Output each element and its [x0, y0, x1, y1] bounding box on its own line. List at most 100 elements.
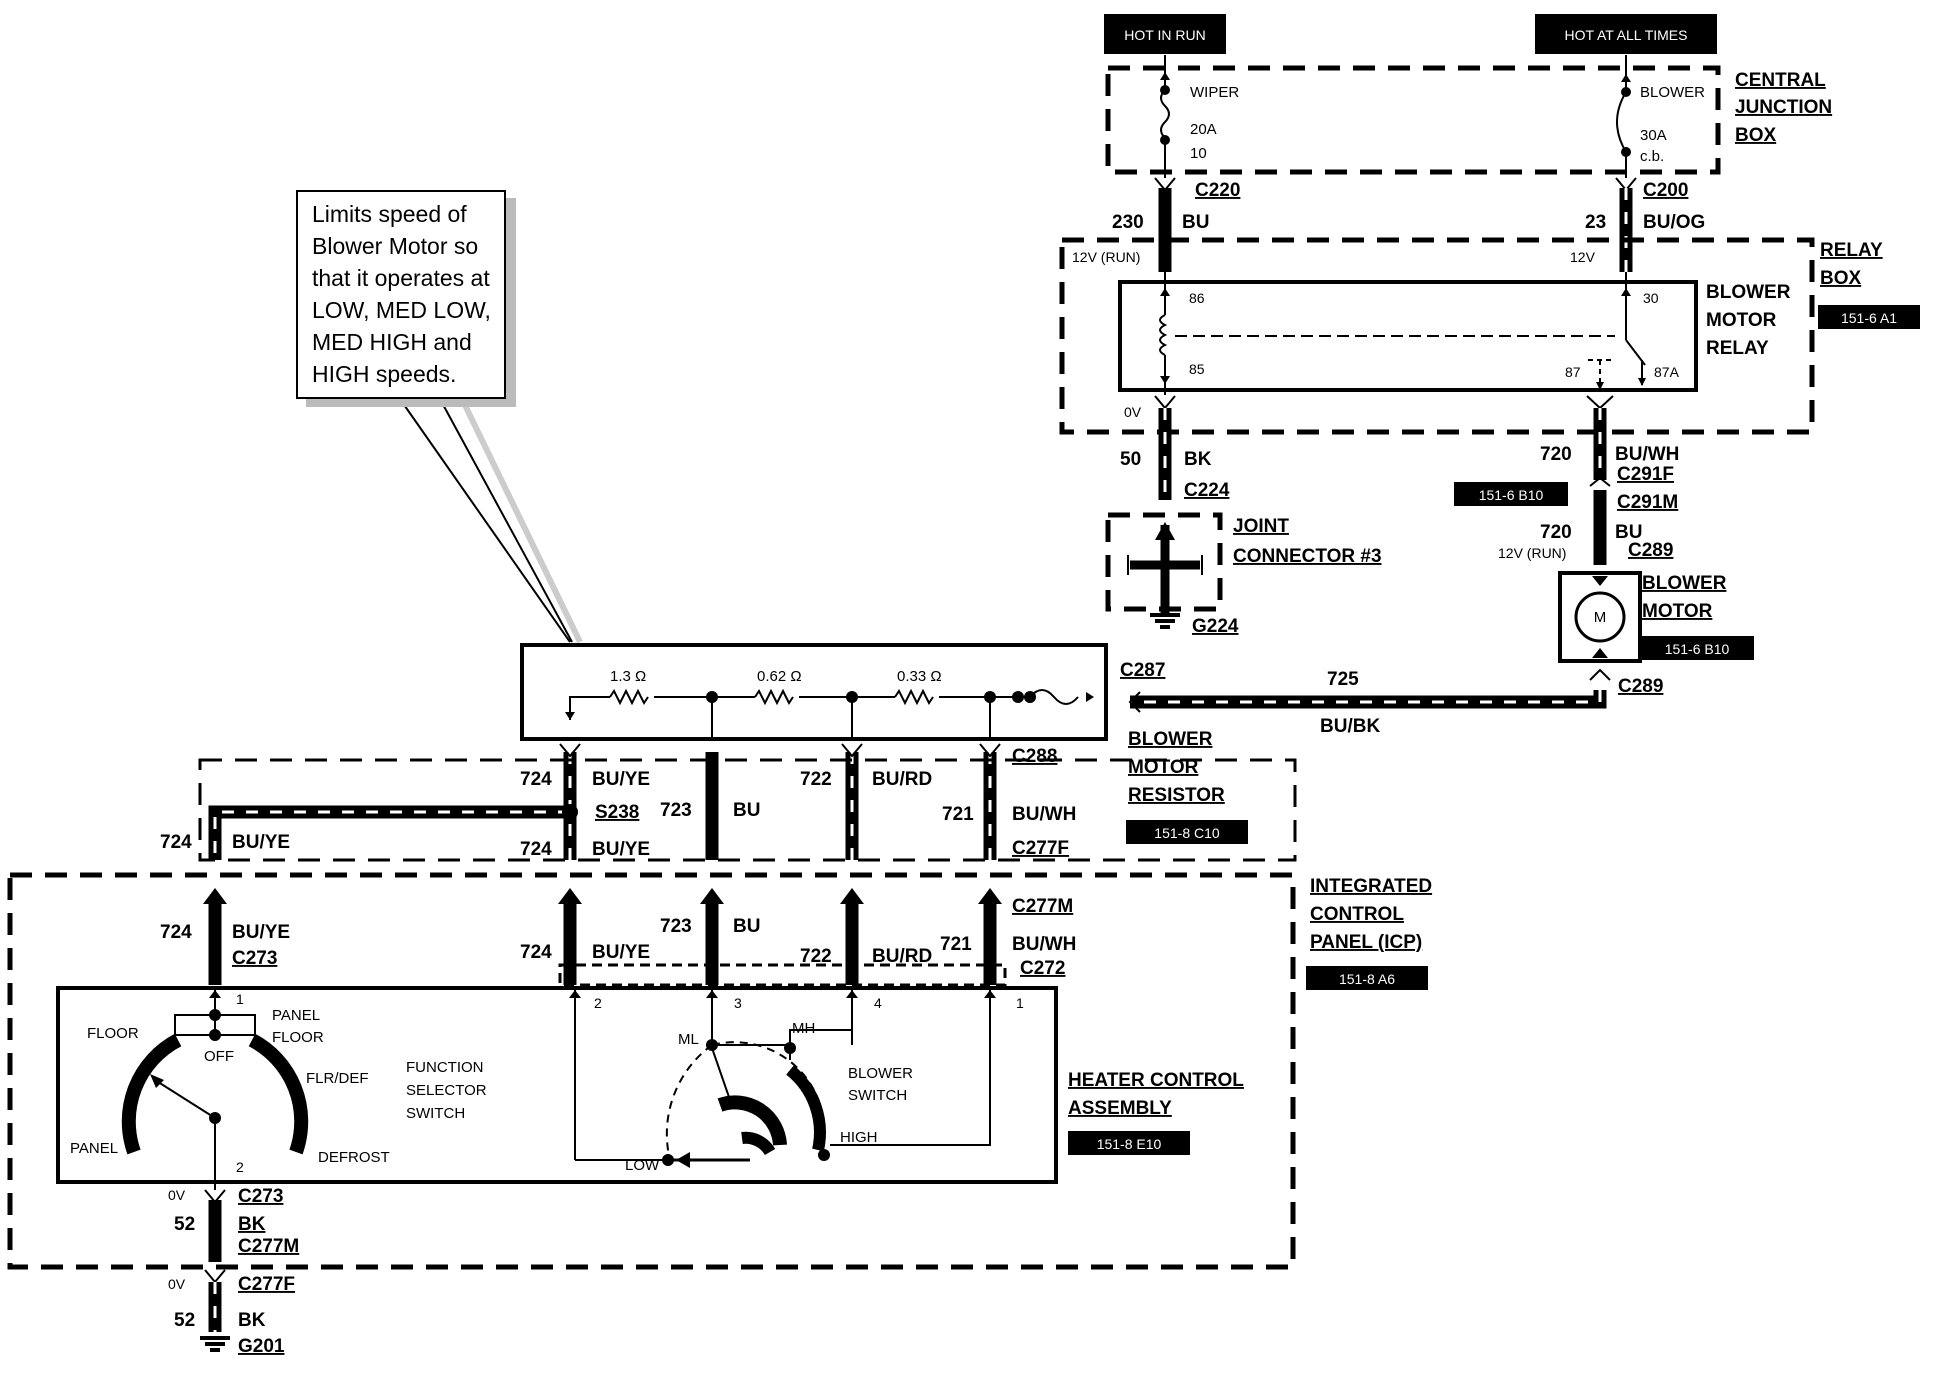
bs-pin-1: 1	[1016, 995, 1024, 1011]
connector-c277f: C277F	[1012, 838, 1069, 859]
relay-box-title-2: BOX	[1820, 268, 1862, 289]
blower-switch-title-1: BLOWER	[848, 1065, 913, 1082]
relay-box	[1059, 237, 1815, 435]
relay-0v: 0V	[1124, 404, 1142, 420]
wire-723-circuit: 723	[660, 800, 692, 821]
wiper-fuse-name: WIPER	[1190, 84, 1239, 101]
relay-title-2: MOTOR	[1706, 310, 1777, 331]
wire-230-circuit: 230	[1112, 212, 1144, 233]
wire-723-color: BU	[733, 800, 760, 821]
svg-text:151-6 B10: 151-6 B10	[1665, 641, 1730, 657]
svg-text:HOT IN RUN: HOT IN RUN	[1124, 27, 1205, 43]
blower-motor-title-2: MOTOR	[1642, 601, 1713, 622]
relay-pin-30: 30	[1643, 290, 1659, 306]
function-switch-title-1: FUNCTION	[406, 1059, 484, 1076]
fs-pin-2: 2	[236, 1159, 244, 1175]
wire-725	[1128, 668, 1611, 713]
joint-connector-title-1: JOINT	[1233, 516, 1289, 537]
heater-control-ref: 151-8 E10	[1068, 1131, 1190, 1155]
heater-control-assembly	[56, 986, 1058, 1184]
svg-text:BOX: BOX	[1735, 125, 1777, 146]
wire-52a-voltage: 0V	[168, 1187, 186, 1203]
blower-circuit-breaker	[1616, 55, 1631, 178]
blower-switch-title-2: SWITCH	[848, 1087, 907, 1104]
ground-g201: G201	[238, 1336, 285, 1357]
blower-switch	[569, 988, 996, 1168]
bs-pin-3: 3	[734, 995, 742, 1011]
function-switch-title-3: SWITCH	[406, 1105, 465, 1122]
connector-c289-bottom: C289	[1618, 676, 1663, 697]
blower-motor-ref: 151-6 B10	[1640, 636, 1754, 660]
relay-12v-run: 12V (RUN)	[1072, 249, 1140, 265]
pos-panel: PANEL	[70, 1140, 118, 1157]
resistor-title-1: BLOWER	[1128, 729, 1213, 750]
relay-pin-86: 86	[1189, 290, 1205, 306]
resistor-output-wires	[198, 743, 1297, 862]
icp-input-wires	[203, 888, 1007, 987]
wire-724c-circuit: 724	[520, 839, 552, 860]
svg-text:151-8 A6: 151-8 A6	[1339, 971, 1395, 987]
connector-c200: C200	[1643, 180, 1688, 201]
relay-pin-87a: 87A	[1654, 364, 1680, 380]
wire-723b-color: BU	[733, 916, 760, 937]
hot-in-run-label: HOT IN RUN	[1104, 14, 1226, 54]
resistance-1: 1.3 Ω	[610, 668, 646, 685]
wire-720b-voltage: 12V (RUN)	[1498, 545, 1566, 561]
svg-text:JUNCTION: JUNCTION	[1735, 97, 1832, 118]
pos-floor: FLOOR	[87, 1025, 139, 1042]
ground-g224: G224	[1192, 616, 1239, 637]
connector-c273-bottom: C273	[238, 1186, 283, 1207]
wire-720a-circuit: 720	[1540, 444, 1572, 465]
relay-12v: 12V	[1570, 249, 1596, 265]
resistance-2: 0.62 Ω	[757, 668, 802, 685]
wiper-fuse-rating: 20A	[1190, 121, 1217, 138]
wire-721b-color: BU/WH	[1012, 934, 1076, 955]
icp-title-2: CONTROL	[1310, 904, 1404, 925]
connector-c277f-bottom: C277F	[238, 1274, 295, 1295]
wire-23-circuit: 23	[1585, 212, 1606, 233]
wire-722b-circuit: 722	[800, 946, 832, 967]
wire-724e-circuit: 724	[520, 942, 552, 963]
wire-52a-circuit: 52	[174, 1214, 195, 1235]
speed-high: HIGH	[840, 1129, 878, 1146]
wire-724b-color: BU/YE	[232, 832, 290, 853]
connector-c220: C220	[1195, 180, 1240, 201]
connector-c200-symbol	[1615, 177, 1637, 272]
wire-724c-color: BU/YE	[592, 839, 650, 860]
connector-c288: C288	[1012, 746, 1057, 767]
wire-724a-circuit: 724	[520, 769, 552, 790]
wire-725-circuit: 725	[1327, 669, 1359, 690]
svg-text:151-6 B10: 151-6 B10	[1479, 487, 1544, 503]
wire-720a-color: BU/WH	[1615, 444, 1679, 465]
integrated-control-panel	[7, 872, 1296, 1270]
relay-box-title-1: RELAY	[1820, 240, 1883, 261]
connector-c291f: C291F	[1617, 464, 1674, 485]
pos-panel-floor-1: PANEL	[272, 1007, 320, 1024]
callout-leader	[399, 397, 583, 644]
splice-s238: S238	[595, 802, 639, 823]
connector-c224: C224	[1184, 480, 1230, 501]
heater-control-title-2: ASSEMBLY	[1068, 1098, 1172, 1119]
joint-connector-title-2: CONNECTOR #3	[1233, 546, 1382, 567]
svg-text:HOT AT ALL TIMES: HOT AT ALL TIMES	[1565, 27, 1688, 43]
wire-722b-color: BU/RD	[872, 946, 932, 967]
wire-23-color: BU/OG	[1643, 212, 1705, 233]
heater-control-title-1: HEATER CONTROL	[1068, 1070, 1244, 1091]
pos-panel-floor-2: FLOOR	[272, 1029, 324, 1046]
blower-motor-relay	[1118, 280, 1698, 392]
blower-motor-box	[1558, 571, 1642, 663]
wire-721b-circuit: 721	[940, 934, 972, 955]
relay-title-3: RELAY	[1706, 338, 1769, 359]
blower-cb-rating: 30A	[1640, 127, 1667, 144]
wire-720	[1586, 395, 1614, 565]
relay-switch	[1588, 272, 1646, 395]
relay-coil	[1159, 272, 1170, 395]
resistor-network	[565, 688, 1094, 740]
blower-motor-resistor	[520, 643, 1108, 741]
wiper-fuse	[1160, 55, 1170, 178]
wire-724e-color: BU/YE	[592, 942, 650, 963]
central-junction-box	[1105, 65, 1721, 175]
svg-text:CENTRAL: CENTRAL	[1735, 70, 1826, 91]
resistance-3: 0.33 Ω	[897, 668, 942, 685]
wire-724a-color: BU/YE	[592, 769, 650, 790]
